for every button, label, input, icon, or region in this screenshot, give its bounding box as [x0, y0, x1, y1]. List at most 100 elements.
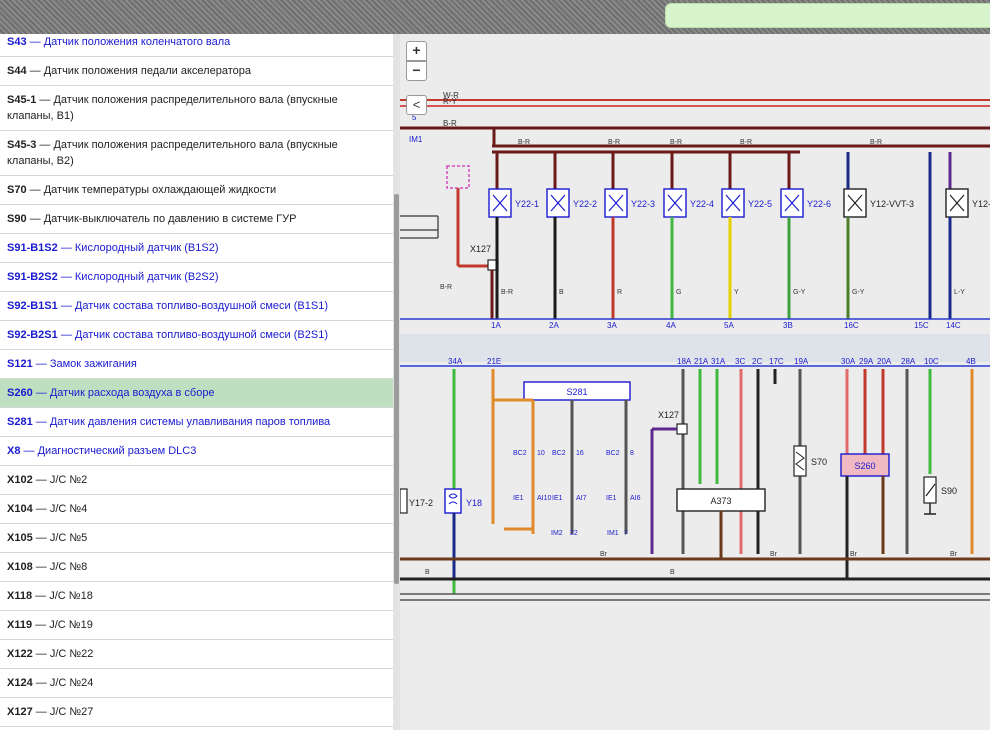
ecu-pin: 21A	[694, 357, 709, 366]
component-code: X124	[7, 677, 33, 689]
list-item[interactable]: S92-B1S1 — Датчик состава топливо-воздуш…	[0, 292, 393, 321]
ecu-pin: 18A	[677, 357, 692, 366]
status-pill	[665, 3, 990, 28]
component-description: J/C №19	[49, 619, 93, 631]
component-code: S281	[7, 416, 33, 428]
ecu-pin: 30A	[841, 357, 856, 366]
s260-label: S260	[854, 461, 875, 471]
s281-box	[523, 381, 631, 401]
scrollbar-thumb[interactable]	[394, 194, 399, 584]
component-code: X102	[7, 474, 33, 486]
list-item[interactable]: X8 — Диагностический разъем DLC3	[0, 437, 393, 466]
list-item[interactable]: X127 — J/C №27	[0, 698, 393, 727]
ground-label: B	[425, 569, 430, 576]
list-item[interactable]: S260 — Датчик расхода воздуха в сборе	[0, 379, 393, 408]
injector-coil-icon	[784, 194, 800, 212]
ecu-pin: 34A	[448, 357, 463, 366]
component-description: J/C №24	[49, 677, 94, 689]
injector-coil-icon	[608, 194, 624, 212]
wire-code: L-Y	[954, 289, 965, 296]
connector-pin: 7	[624, 530, 628, 537]
ecu-pin: 16C	[844, 321, 859, 330]
ecu-pin: 3B	[783, 321, 793, 330]
s90-label: S90	[941, 486, 957, 496]
component-code: S260	[7, 387, 33, 399]
ecu-pin: 2C	[752, 357, 762, 366]
component-code: S45-1	[7, 94, 37, 106]
list-item[interactable]: S45-1 — Датчик положения распределительн…	[0, 86, 393, 131]
list-item[interactable]: S45-3 — Датчик положения распределительн…	[0, 131, 393, 176]
ecu-pin: 21E	[487, 357, 501, 366]
ecu-pin: 3C	[735, 357, 745, 366]
switch-contact	[925, 483, 936, 497]
wire-code: G-Y	[852, 289, 865, 296]
list-item[interactable]: X118 — J/C №18	[0, 582, 393, 611]
injector-label: Y22-1	[515, 199, 539, 209]
harness-label: B-R	[518, 139, 530, 146]
supply-wire-label: R-Y	[443, 97, 457, 106]
list-item[interactable]: S91-B2S2 — Кислородный датчик (B2S2)	[0, 263, 393, 292]
ground-label: B	[670, 569, 675, 576]
list-item[interactable]: S43 — Датчик положения коленчатого вала	[0, 34, 393, 57]
ecu-pin: 29A	[859, 357, 874, 366]
wire-code: B-R	[501, 289, 513, 296]
component-description: Датчик температуры охлаждающей жидкости	[43, 184, 277, 196]
list-item[interactable]: X102 — J/C №2	[0, 466, 393, 495]
supply-wire-label: W-R	[443, 91, 459, 100]
s281-label: S281	[566, 387, 587, 397]
solenoid-icon	[949, 194, 965, 212]
component-description: Датчик давления системы улавливания паро…	[49, 416, 331, 428]
component-code: X104	[7, 503, 33, 515]
harness-label: B-R	[740, 139, 752, 146]
connector-pin: 16	[576, 450, 584, 457]
junction-box	[676, 423, 688, 435]
component-code: X108	[7, 561, 33, 573]
zoom-in-button[interactable]: +	[406, 41, 427, 61]
sidebar-scrollbar[interactable]	[393, 34, 400, 730]
connector-label: BC2	[513, 450, 527, 457]
connector-pin: AI10	[537, 495, 552, 502]
component-description: Диагностический разъем DLC3	[37, 445, 197, 457]
wire-code: G-Y	[793, 289, 806, 296]
component-code: S91-B2S2	[7, 271, 58, 283]
list-item[interactable]: X104 — J/C №4	[0, 495, 393, 524]
list-item[interactable]: S44 — Датчик положения педали акселерато…	[0, 57, 393, 86]
wire-code: B	[559, 289, 564, 296]
list-item[interactable]: X122 — J/C №22	[0, 640, 393, 669]
list-item[interactable]: X105 — J/C №5	[0, 524, 393, 553]
ecu-pin: 31A	[711, 357, 726, 366]
list-item[interactable]: X108 — J/C №8	[0, 553, 393, 582]
list-item[interactable]: S92-B2S1 — Датчик состава топливо-воздуш…	[0, 321, 393, 350]
list-item[interactable]: S281 — Датчик давления системы улавливан…	[0, 408, 393, 437]
thermistor-icon	[795, 451, 805, 471]
y18-label: Y18	[466, 498, 482, 508]
component-code: S92-B2S1	[7, 329, 58, 341]
zoom-out-button[interactable]: −	[406, 61, 427, 81]
list-item[interactable]: S91-B1S2 — Кислородный датчик (B1S2)	[0, 234, 393, 263]
list-item[interactable]: X119 — J/C №19	[0, 611, 393, 640]
connector-label: IM1	[607, 530, 619, 537]
list-item[interactable]: S90 — Датчик-выключатель по давлению в с…	[0, 205, 393, 234]
list-item[interactable]: S70 — Датчик температуры охлаждающей жид…	[0, 176, 393, 205]
ecu-watermark-band	[400, 334, 990, 362]
component-code: X105	[7, 532, 33, 544]
ecu-pin: 20A	[877, 357, 892, 366]
component-description: Датчик-выключатель по давлению в системе…	[43, 213, 297, 225]
list-item[interactable]: S121 — Замок зажигания	[0, 350, 393, 379]
component-description: Датчик положения распределительного вала…	[7, 94, 338, 122]
connector-pin: 8	[630, 450, 634, 457]
list-item[interactable]: X124 — J/C №24	[0, 669, 393, 698]
solenoid-icon	[847, 194, 863, 212]
collapse-sidebar-button[interactable]: <	[406, 95, 427, 115]
injector-label: Y22-5	[748, 199, 772, 209]
ground-label: Br	[770, 551, 778, 558]
a373-label: A373	[710, 496, 731, 506]
vvt-label: Y12-VVT-3	[870, 199, 914, 209]
ecu-pin: 28A	[901, 357, 916, 366]
component-description: Датчик состава топливо-воздушной смеси (…	[74, 329, 328, 341]
connector-pin: 5	[412, 113, 417, 122]
